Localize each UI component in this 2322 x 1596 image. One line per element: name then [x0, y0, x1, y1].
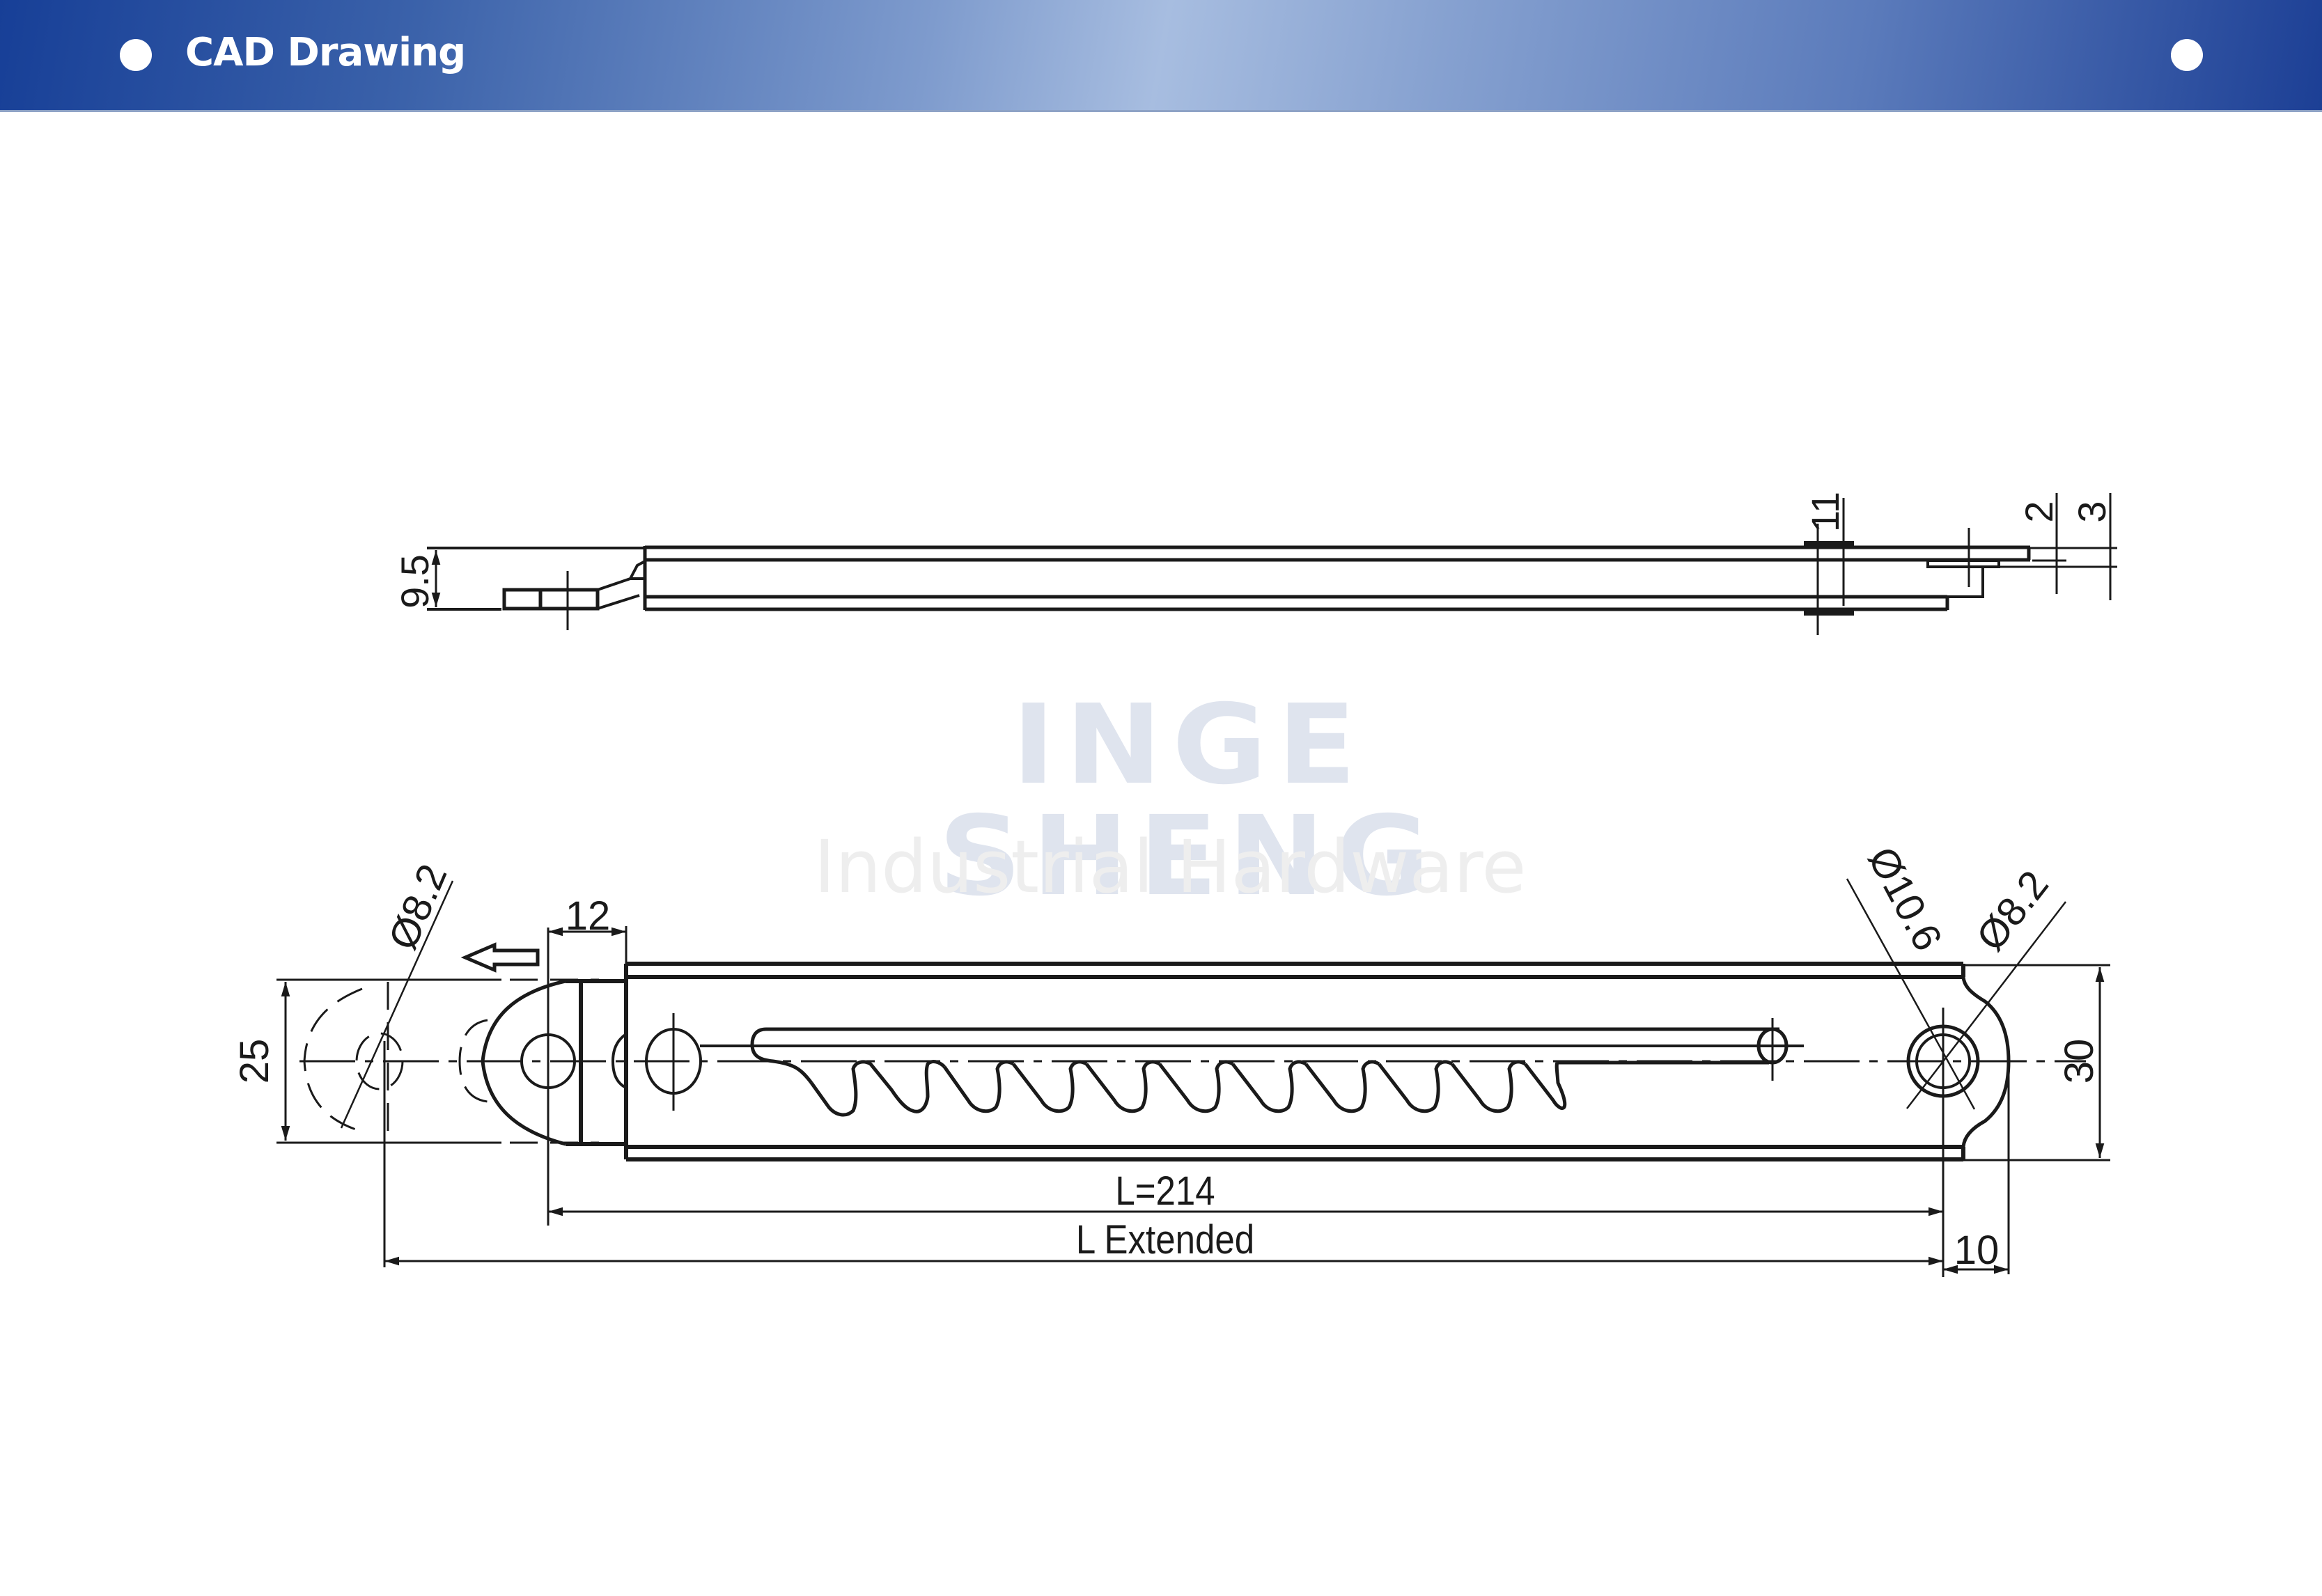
watermark-subtitle: Industrial Hardware — [813, 824, 1527, 909]
dim-left-hole-diameter: Ø8.2 — [380, 858, 456, 956]
side-view — [427, 493, 2117, 635]
page-header: CAD Drawing — [0, 0, 2322, 112]
dim-side-pin: 11 — [1803, 492, 1847, 532]
dim-right-width: 30 — [2057, 1039, 2102, 1084]
dim-length-extended: L Extended — [1076, 1217, 1254, 1262]
plan-view — [276, 878, 2110, 1277]
dim-left-end-offset: 12 — [566, 893, 611, 939]
dim-right-hole-diameter: Ø8.2 — [1968, 862, 2057, 959]
dim-right-end-offset: 10 — [1954, 1228, 2000, 1273]
dim-side-tab-thickness: 2 — [2017, 501, 2061, 522]
left-arrow-icon — [460, 942, 540, 973]
dim-left-width: 25 — [232, 1039, 277, 1084]
bullet-dot-icon — [2171, 39, 2203, 71]
dim-side-tab-offset: 3 — [2070, 501, 2114, 522]
dim-right-outer-diameter: Ø10.6 — [1859, 840, 1951, 958]
page-title: CAD Drawing — [185, 30, 466, 75]
watermark-brand: INGE SHENG — [938, 681, 1440, 921]
dim-side-height: 9.5 — [393, 554, 437, 609]
bullet-dot-icon — [120, 39, 152, 71]
dim-length: L=214 — [1115, 1168, 1215, 1214]
